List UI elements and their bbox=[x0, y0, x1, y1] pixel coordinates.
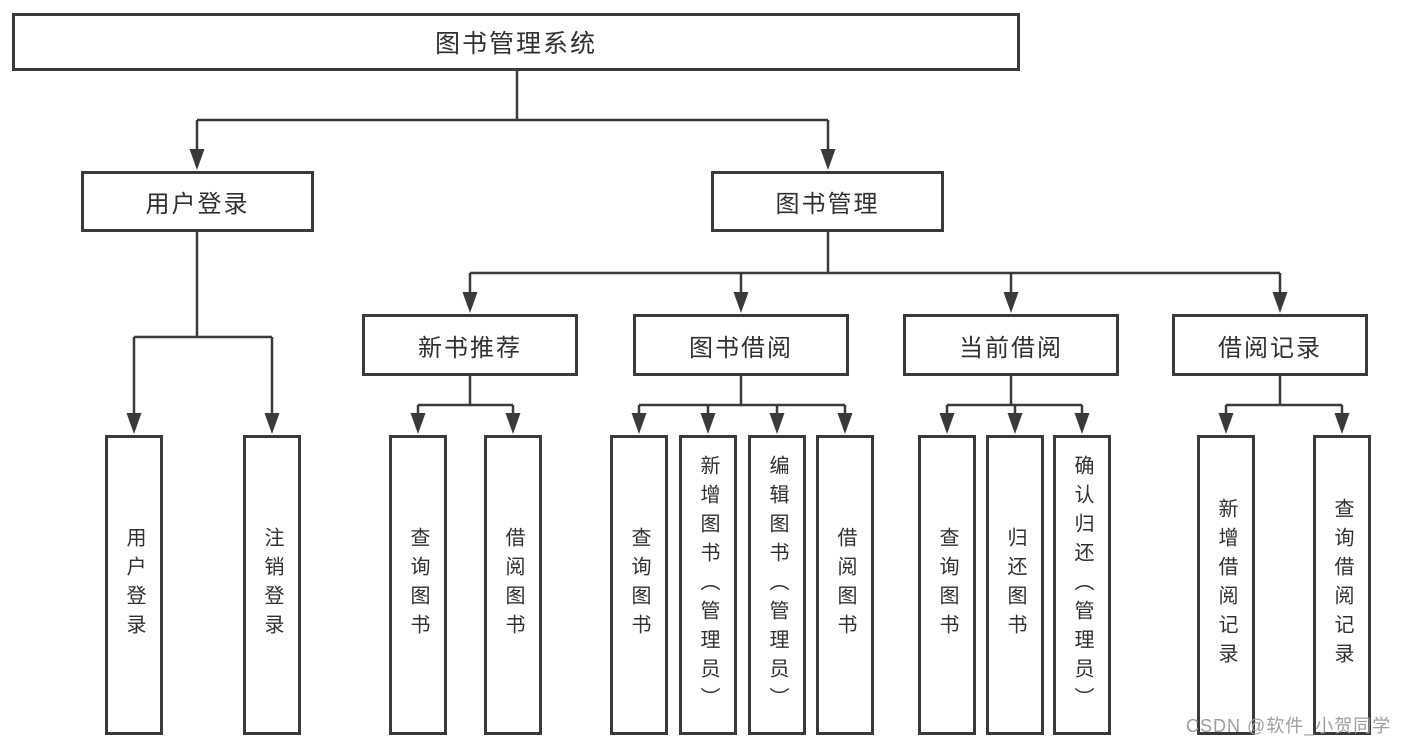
csdn-watermark: CSDN @软件_小贺同学 bbox=[1186, 716, 1392, 736]
connector-lines bbox=[132, 71, 1344, 415]
leaf-user-login: 用户登录 bbox=[105, 435, 163, 735]
node-book-borrowing: 图书借阅 bbox=[633, 314, 849, 376]
leaf-return-books: 归还图书 bbox=[986, 435, 1044, 735]
node-current-borrowing: 当前借阅 bbox=[903, 314, 1119, 376]
leaf-logout: 注销登录 bbox=[243, 435, 301, 735]
node-new-book-recommendation: 新书推荐 bbox=[362, 314, 578, 376]
leaf-query-books-current: 查询图书 bbox=[918, 435, 976, 735]
leaf-query-books-recommend: 查询图书 bbox=[389, 435, 447, 735]
node-borrowing-records: 借阅记录 bbox=[1172, 314, 1368, 376]
leaf-edit-books-admin: 编辑图书（管理员） bbox=[748, 435, 806, 735]
leaf-query-borrow-record: 查询借阅记录 bbox=[1313, 435, 1371, 735]
leaf-confirm-return-admin: 确认归还（管理员） bbox=[1053, 435, 1111, 735]
leaf-borrow-books-recommend: 借阅图书 bbox=[484, 435, 542, 735]
leaf-add-borrow-record: 新增借阅记录 bbox=[1197, 435, 1255, 735]
node-library-management-system: 图书管理系统 bbox=[12, 13, 1020, 71]
node-book-management: 图书管理 bbox=[711, 171, 944, 232]
leaf-add-books-admin: 新增图书（管理员） bbox=[679, 435, 737, 735]
leaf-query-books-borrowing: 查询图书 bbox=[610, 435, 668, 735]
node-user-login: 用户登录 bbox=[81, 171, 314, 232]
leaf-borrow-books: 借阅图书 bbox=[816, 435, 874, 735]
